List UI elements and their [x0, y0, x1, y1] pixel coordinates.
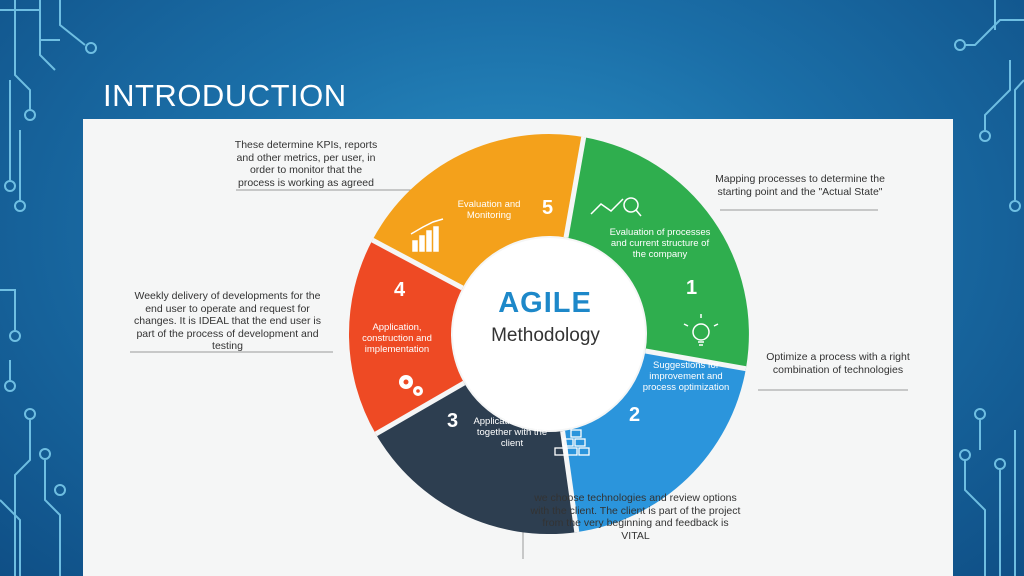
- center-title: AGILE: [498, 287, 592, 319]
- agile-diagram: These determine KPIs, reports and other …: [83, 119, 953, 576]
- slide-title: INTRODUCTION: [103, 78, 347, 113]
- segment-1-number: 1: [686, 277, 698, 299]
- segment-2-label: Suggestions for improvement and process …: [642, 360, 730, 393]
- note-4: Weekly delivery of developments for the …: [134, 290, 321, 352]
- center-subtitle: Methodology: [491, 325, 600, 346]
- segment-1: [566, 137, 749, 369]
- analytics-icon: [590, 197, 642, 217]
- segment-1-label: Evaluation of processes and current stru…: [609, 227, 711, 260]
- gears-icon: [399, 375, 423, 396]
- note-1: Mapping processes to determine the start…: [715, 173, 885, 198]
- lightbulb-icon: [683, 314, 719, 346]
- note-5: These determine KPIs, reports and other …: [234, 139, 378, 189]
- note-2: Optimize a process with a right combinat…: [766, 351, 910, 376]
- segment-3-label: Application design together with the cli…: [473, 416, 551, 449]
- segment-2: [562, 351, 746, 533]
- segment-3: [375, 383, 577, 535]
- segment-4-number: 4: [394, 279, 406, 301]
- note-3: we choose technologies and review option…: [530, 492, 741, 542]
- segment-4: [348, 240, 465, 434]
- blocks-icon: [554, 429, 590, 456]
- segment-2-number: 2: [629, 404, 641, 426]
- segment-5-label: Evaluation and Monitoring: [457, 199, 521, 221]
- segment-5-number: 5: [542, 197, 554, 219]
- segment-3-number: 3: [447, 410, 459, 432]
- segment-4-label: Application, construction and implementa…: [362, 322, 432, 355]
- cycle-ring: [130, 134, 908, 559]
- segment-5: [372, 134, 584, 288]
- center-circle: [453, 238, 645, 430]
- chart-icon: [410, 218, 444, 252]
